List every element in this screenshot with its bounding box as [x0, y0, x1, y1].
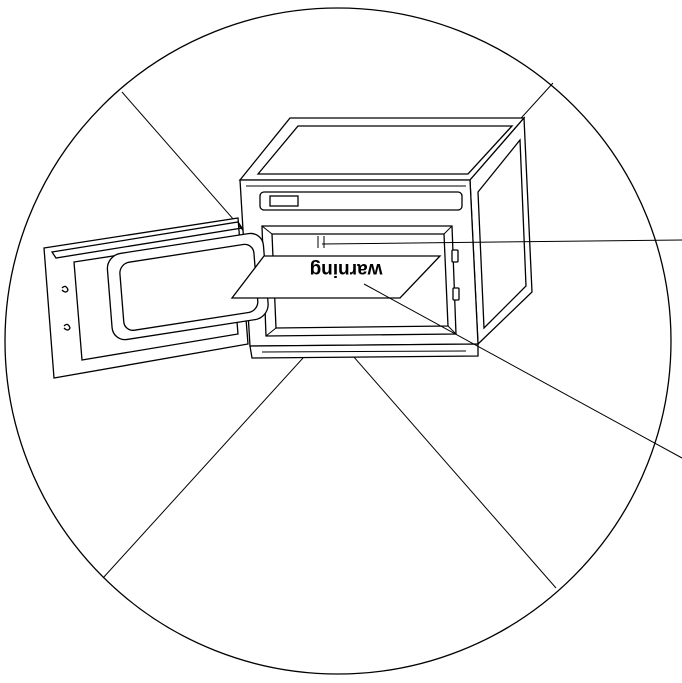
- leader-line-upper: [321, 239, 682, 245]
- cavity-corner-br: [447, 325, 457, 335]
- cavity-corner-tl: [261, 225, 273, 235]
- warning-label: warning: [230, 255, 442, 299]
- right-side-inner: [477, 138, 527, 330]
- latch-hole-lower: [452, 287, 460, 301]
- leader-line-lower: [363, 283, 682, 459]
- warning-label-text: warning: [310, 259, 384, 280]
- door-latch-upper: [61, 285, 69, 293]
- oven-door: [43, 217, 269, 379]
- cavity-corner-tr: [443, 225, 453, 235]
- cavity-corner-bl: [265, 327, 277, 337]
- latch-hole-upper: [451, 249, 459, 263]
- door-latch-lower: [63, 323, 71, 331]
- base-line: [261, 350, 467, 353]
- control-panel: [259, 191, 463, 211]
- top-surface-inner: [256, 125, 514, 175]
- microwave-body: [238, 116, 533, 359]
- warning-card: [230, 255, 442, 299]
- outer-circle: [4, 7, 672, 675]
- display-window: [269, 195, 299, 207]
- door-top-edge: [50, 221, 244, 259]
